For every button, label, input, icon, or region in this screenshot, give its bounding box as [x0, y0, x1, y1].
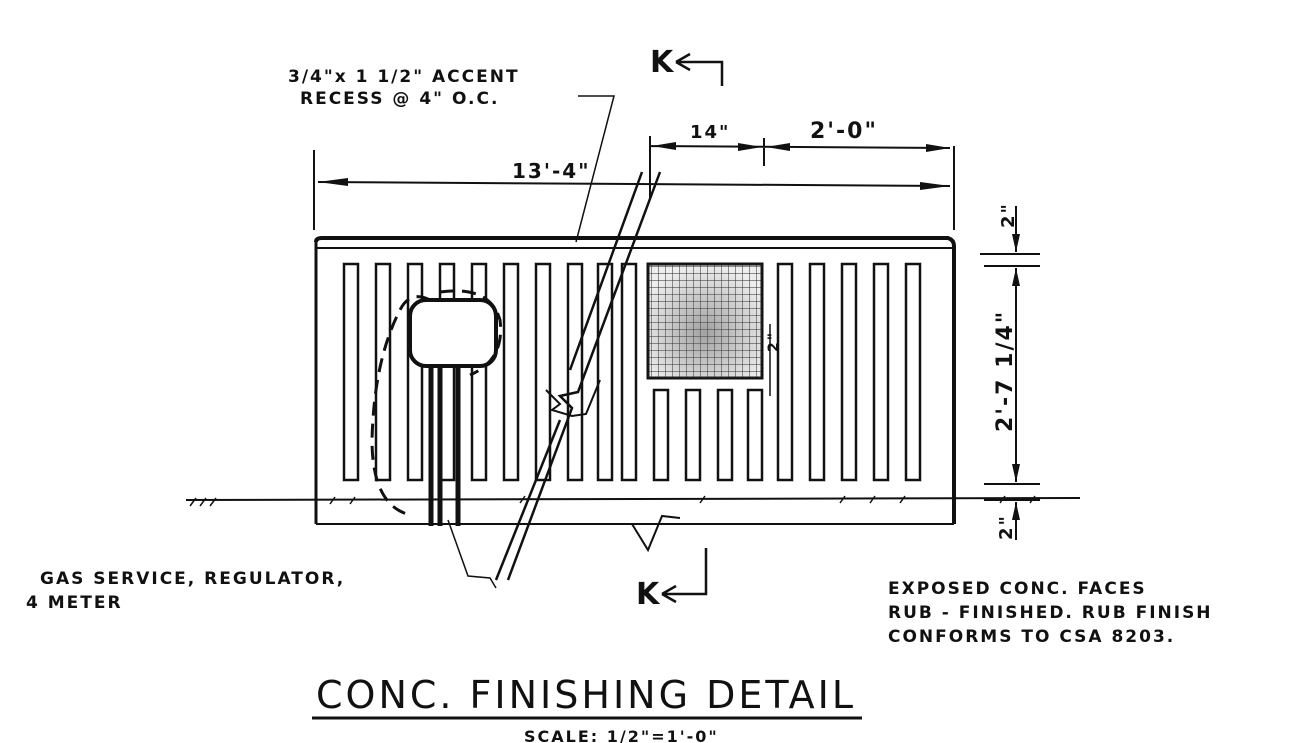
gas-callout-1: GAS SERVICE, REGULATOR,: [40, 569, 345, 589]
wall-elevation: [314, 236, 956, 525]
dim-grille-small: 2": [766, 331, 782, 352]
accent-recess-slot: [534, 262, 552, 482]
accent-recess-slot: [776, 262, 794, 482]
ground-line: [185, 495, 1081, 507]
dim-overall: 13'-4": [512, 159, 591, 183]
accent-recess-slot: [502, 262, 520, 482]
notes-line-3: CONFORMS TO CSA 8203.: [888, 627, 1175, 647]
overall-dimension: 13'-4": [313, 146, 955, 230]
grille-small-dimension: 2": [766, 324, 782, 396]
vent-grille: [646, 262, 764, 380]
right-vertical-dimensions: 2" 2'-7 1/4" 2": [980, 202, 1040, 540]
dim-right-panel: 2'-0": [810, 119, 878, 144]
gas-callout-2: 4 METER: [26, 593, 123, 613]
gas-leader: [447, 519, 497, 589]
section-cut-line: [494, 171, 662, 581]
accent-recess-slot-short: [684, 388, 702, 482]
accent-recess-slot: [374, 262, 392, 482]
accent-recess-text-1: 3/4"x 1 1/2" ACCENT: [288, 67, 520, 87]
drawing-title: CONC. FINISHING DETAIL: [316, 673, 856, 717]
top-right-dimensions: 14" 2'-0": [649, 119, 951, 198]
section-mark-top: K: [650, 45, 724, 86]
drawing-scale: SCALE: 1/2"=1'-0": [524, 727, 719, 743]
accent-recess-slot: [840, 262, 858, 482]
notes-line-1: EXPOSED CONC. FACES: [888, 579, 1147, 599]
accent-recess-leader: [575, 95, 615, 243]
accent-recess-slot-short: [652, 388, 670, 482]
section-mark-top-letter: K: [650, 45, 675, 80]
accent-recess-slot: [566, 262, 584, 482]
section-mark-bottom: K: [631, 514, 708, 612]
accent-recess-slot: [904, 262, 922, 482]
accent-recess-slot: [596, 262, 614, 482]
dim-cap: 2": [998, 202, 1019, 228]
accent-recess-slot: [342, 262, 360, 482]
gas-meter: [370, 289, 503, 526]
accent-recess-slot-short: [746, 388, 764, 482]
section-mark-bottom-letter: K: [636, 577, 661, 612]
accent-recess-slot: [872, 262, 890, 482]
dim-height: 2'-7 1/4": [993, 310, 1018, 432]
dim-grille-width: 14": [690, 122, 730, 143]
accent-recess-slot: [620, 262, 638, 482]
accent-recess-slot-short: [716, 388, 734, 482]
accent-recess-slot: [808, 262, 826, 482]
notes-line-2: RUB - FINISHED. RUB FINISH: [888, 603, 1213, 623]
accent-recess-text-2: RECESS @ 4" O.C.: [300, 89, 499, 109]
dim-base: 2": [996, 514, 1017, 540]
